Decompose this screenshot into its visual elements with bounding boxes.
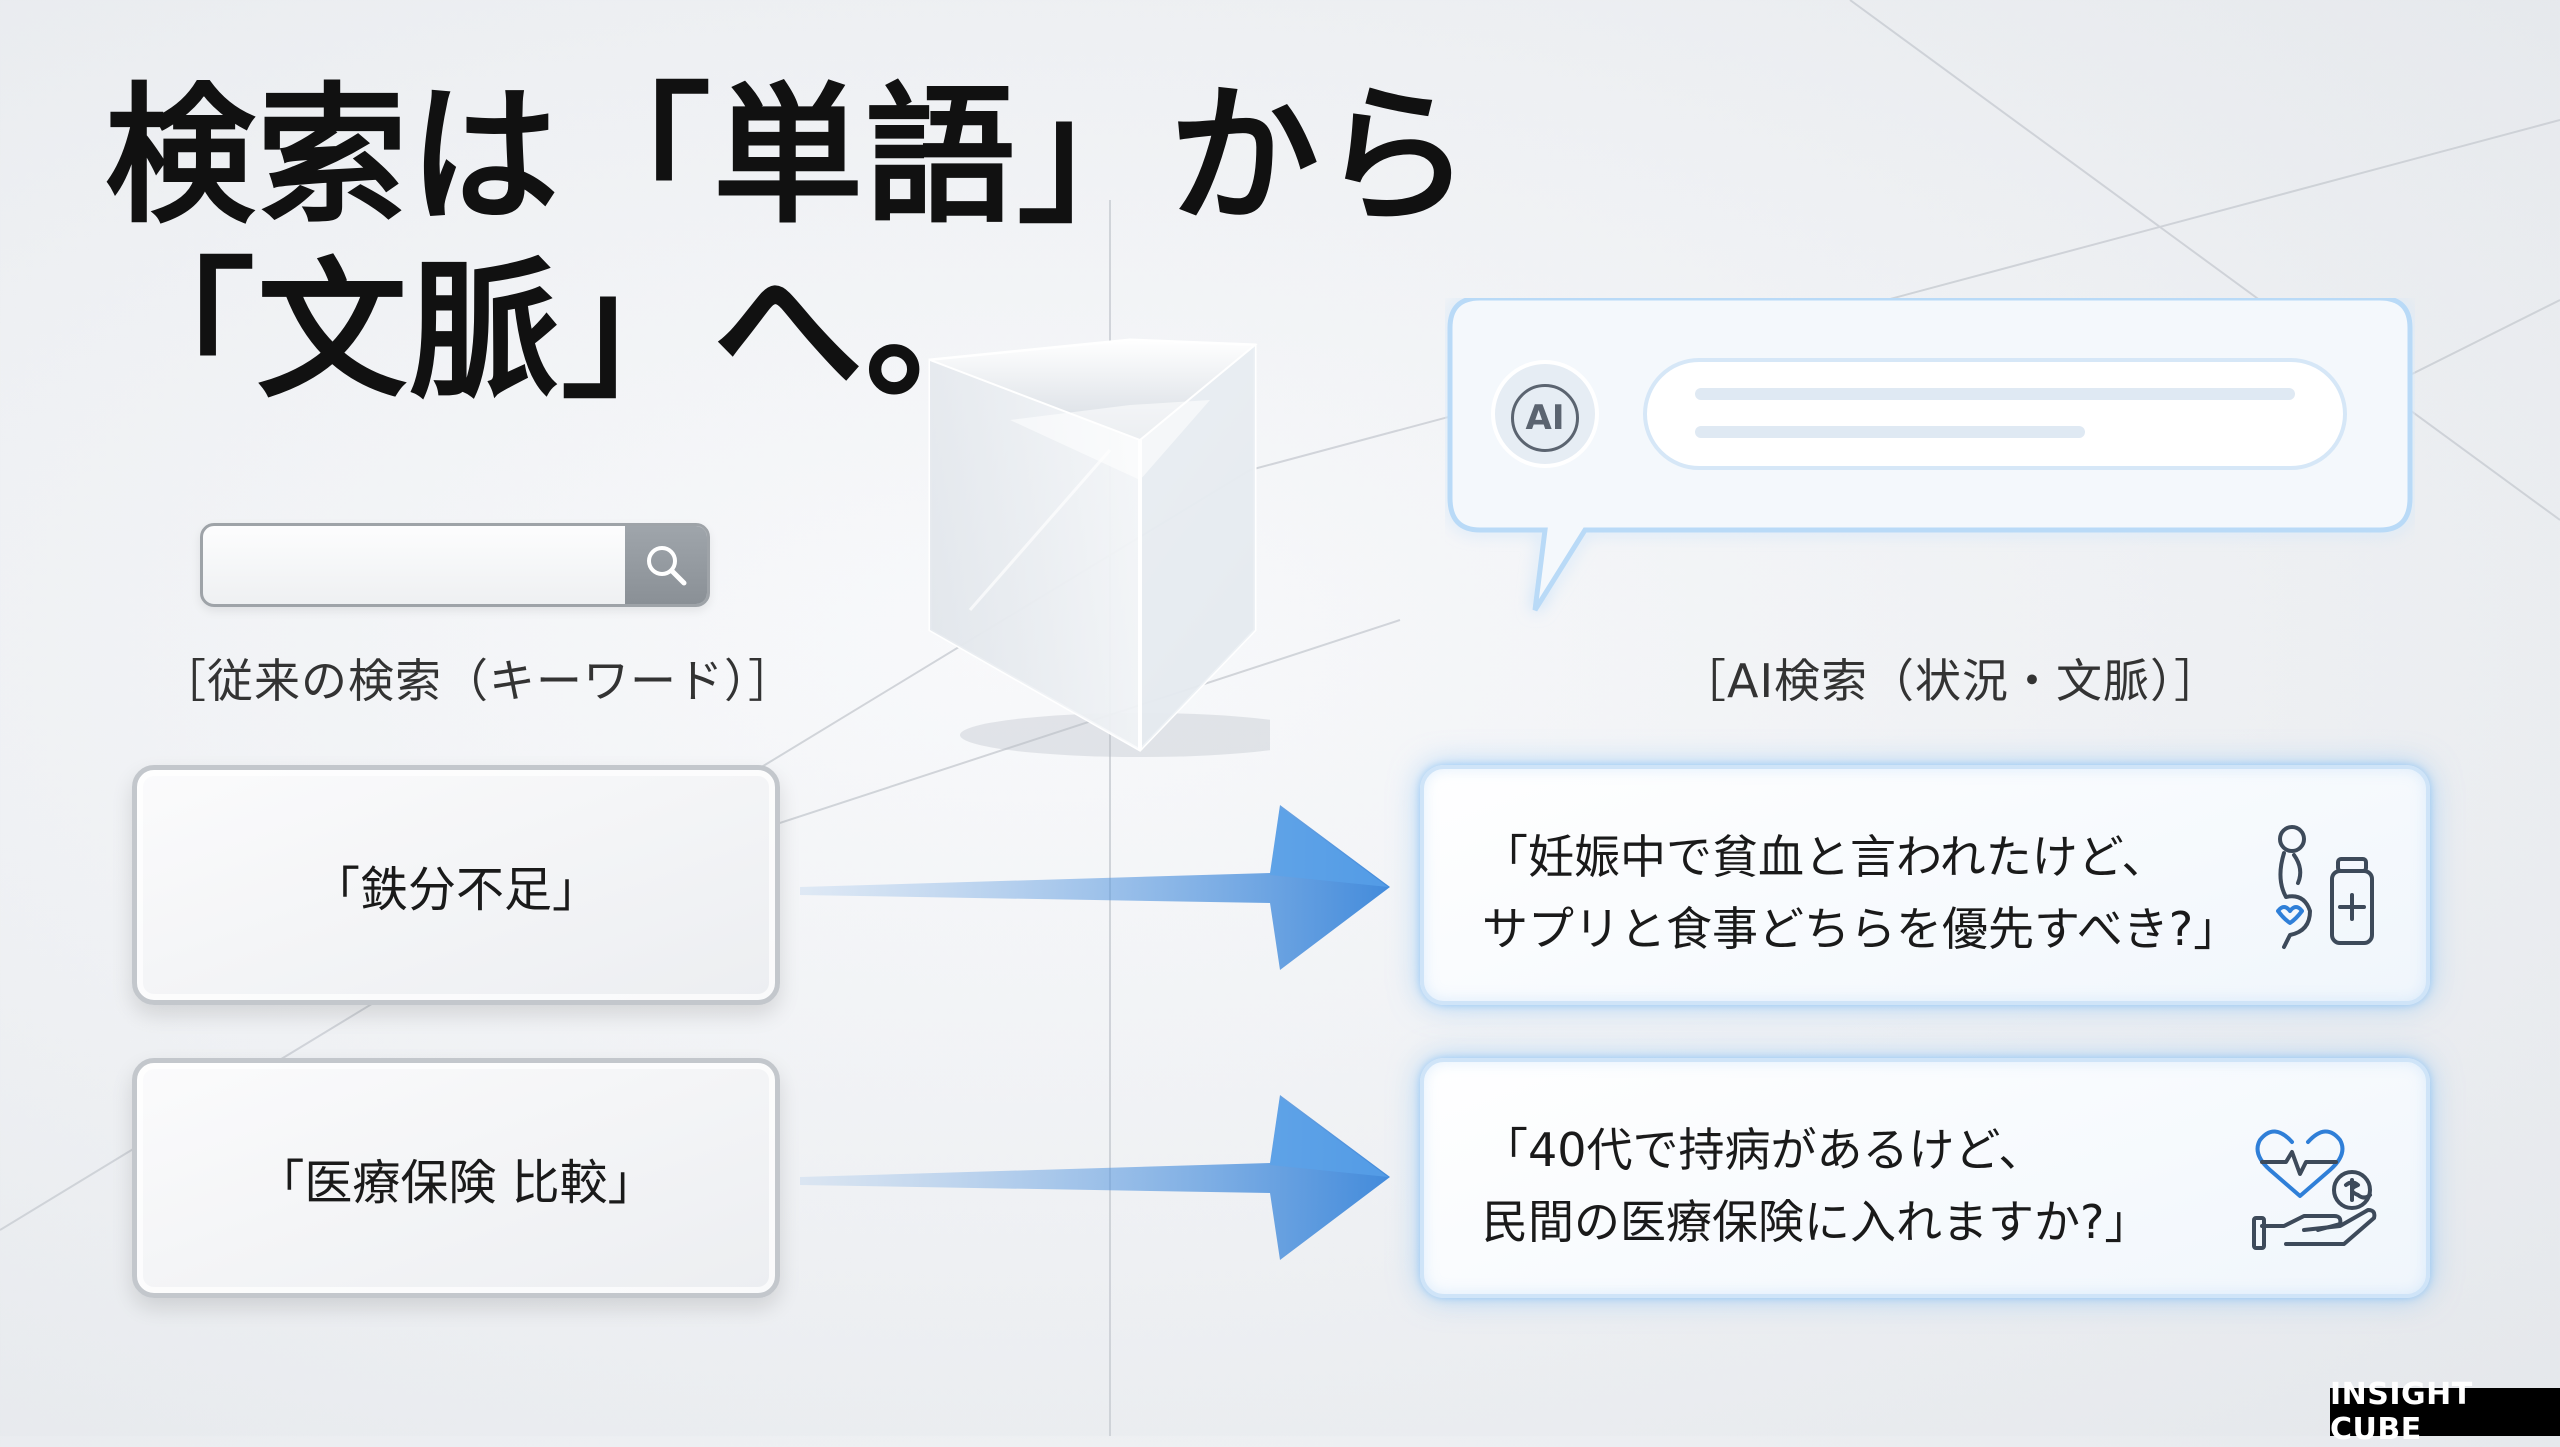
keyword-query-text: 「医療保険 比較」: [256, 1155, 656, 1211]
keyword-query-box: 「鉄分不足」: [132, 765, 780, 1005]
brand-watermark: INSIGHT CUBE: [2330, 1377, 2560, 1447]
ai-avatar-text: AI: [1511, 384, 1579, 452]
traditional-search-label: ［従来の検索（キーワード）］: [160, 654, 795, 708]
keyword-query-text: 「鉄分不足」: [311, 862, 600, 918]
search-button[interactable]: [625, 526, 707, 604]
arrow-icon: [800, 805, 1390, 970]
context-query-line-2: サプリと食事どちらを優先すべき?」: [1482, 902, 2240, 956]
headline-line-1: 検索は「単語」から: [105, 70, 1474, 244]
keyword-search-bar[interactable]: [200, 523, 710, 607]
health-insurance-icon: [2252, 1129, 2377, 1250]
ai-search-label: ［AI検索（状況・文脈）］: [1680, 654, 2222, 708]
context-query-line-2: 民間の医療保険に入れますか?」: [1482, 1195, 2151, 1249]
pregnancy-medicine-icon: [2276, 825, 2374, 949]
arrow-icon: [800, 1095, 1390, 1260]
headline-line-2: 「文脈」へ。: [105, 245, 1018, 419]
context-query-line-1: 「妊娠中で貧血と言われたけど、: [1482, 830, 2168, 884]
keyword-query-box: 「医療保険 比較」: [132, 1058, 780, 1298]
context-query-line-1: 「40代で持病があるけど、: [1482, 1123, 2045, 1177]
ai-chat-bubble: [1447, 298, 2413, 612]
page-title: 検索は「単語」から 「文脈」へ。: [105, 70, 1473, 420]
context-query-box: 「40代で持病があるけど、 民間の医療保険に入れますか?」: [1420, 1058, 2430, 1298]
ai-avatar-icon: AI: [1505, 378, 1585, 458]
context-query-box: 「妊娠中で貧血と言われたけど、 サプリと食事どちらを優先すべき?」: [1420, 765, 2430, 1005]
search-input[interactable]: [203, 526, 632, 604]
search-icon: [647, 546, 687, 586]
glass-prism-illustration: [928, 338, 1270, 757]
